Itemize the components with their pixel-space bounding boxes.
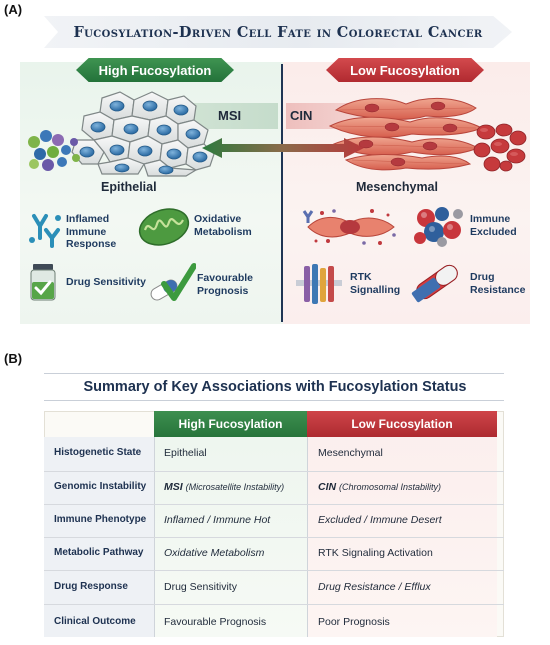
row-divider xyxy=(44,504,504,505)
red-cell-cluster-icon xyxy=(473,123,527,172)
feature-line: Favourable xyxy=(197,272,254,284)
feature-line: Inflamed xyxy=(66,213,110,225)
bidirectional-arrow-icon xyxy=(202,138,364,158)
feature-drug-resistance: Drug Resistance xyxy=(470,271,525,296)
cell-low-histogenetic: Mesenchymal xyxy=(318,447,383,459)
summary-rule-bottom xyxy=(44,400,504,401)
msi-label: MSI xyxy=(218,108,242,123)
epithelial-label: Epithelial xyxy=(101,180,157,194)
feature-line: Excluded xyxy=(470,225,517,238)
title-banner: Fucosylation-Driven Cell Fate in Colorec… xyxy=(44,16,512,48)
cell-high-genomic: MSI (Microsatellite Instability) xyxy=(164,481,284,494)
feature-line: Oxidative xyxy=(194,213,242,225)
feature-line: Signalling xyxy=(350,283,401,296)
row-label-immune-phenotype: Immune Phenotype xyxy=(54,514,147,525)
column-header-low-text: Low Fucosylation xyxy=(351,417,453,431)
high-fucosylation-ribbon: High Fucosylation xyxy=(76,58,234,82)
cell-high-clinical: Favourable Prognosis xyxy=(164,616,267,628)
feature-line: Metabolism xyxy=(194,225,252,238)
msi-abbrev: MSI xyxy=(164,481,183,493)
mitochondrion-icon xyxy=(137,206,191,248)
cell-immune-scatter-icon xyxy=(298,205,402,249)
row-label-metabolic-pathway: Metabolic Pathway xyxy=(54,547,144,558)
row-divider xyxy=(44,604,504,605)
mesenchymal-label: Mesenchymal xyxy=(356,180,438,194)
row-label-clinical-outcome: Clinical Outcome xyxy=(54,616,136,627)
epithelial-cells-illustration xyxy=(71,91,215,177)
antibody-icon xyxy=(26,210,62,248)
panel-a-label: (A) xyxy=(4,2,23,17)
fucose-glycan-cluster-icon xyxy=(28,130,80,171)
row-divider xyxy=(44,471,504,472)
high-column-background xyxy=(154,411,307,637)
feature-favourable-prognosis: Favourable Prognosis xyxy=(197,272,253,297)
feature-line: Drug xyxy=(470,271,495,283)
feature-line: Resistance xyxy=(470,283,526,296)
feature-rtk-signalling: RTK Signalling xyxy=(350,271,400,296)
cell-low-immune: Excluded / Immune Desert xyxy=(318,514,442,526)
diagram-title: Fucosylation-Driven Cell Fate in Colorec… xyxy=(73,23,483,41)
drug-vial-icon xyxy=(28,262,58,302)
cin-full: (Chromosomal Instability) xyxy=(339,482,442,492)
low-ribbon-label: Low Fucosylation xyxy=(350,62,460,78)
feature-line: Drug Sensitivity xyxy=(66,276,146,288)
pill-check-icon xyxy=(148,262,196,304)
msi-full: (Microsatellite Instability) xyxy=(185,482,285,492)
mesenchymal-cells-illustration xyxy=(328,97,484,171)
immune-cells-icon xyxy=(412,204,468,248)
feature-drug-sensitivity: Drug Sensitivity xyxy=(66,276,146,289)
column-header-low: Low Fucosylation xyxy=(307,411,497,437)
cell-high-drug: Drug Sensitivity xyxy=(164,581,237,593)
receptor-tyrosine-kinase-icon xyxy=(296,262,342,306)
feature-immune-excluded: Immune Excluded xyxy=(470,213,517,238)
low-fucosylation-ribbon: Low Fucosylation xyxy=(326,58,484,82)
feature-line: Immune xyxy=(470,213,511,225)
row-divider xyxy=(44,537,504,538)
column-header-high: High Fucosylation xyxy=(154,411,307,437)
cin-abbrev: CIN xyxy=(318,481,337,493)
panel-b-label: (B) xyxy=(4,351,23,366)
feature-line: Immune xyxy=(66,225,107,238)
cin-label: CIN xyxy=(290,108,313,123)
capsule-block-icon xyxy=(408,258,466,304)
feature-line: RTK xyxy=(350,271,372,283)
summary-rule-top xyxy=(44,373,504,374)
summary-title: Summary of Key Associations with Fucosyl… xyxy=(83,379,467,395)
row-label-drug-response: Drug Response xyxy=(54,581,128,592)
column-header-high-text: High Fucosylation xyxy=(178,417,283,431)
cell-low-metabolic: RTK Signaling Activation xyxy=(318,547,433,559)
high-ribbon-label: High Fucosylation xyxy=(98,62,212,78)
cell-high-metabolic: Oxidative Metabolism xyxy=(164,547,265,559)
cell-high-immune: Inflamed / Immune Hot xyxy=(164,514,271,526)
cell-low-drug: Drug Resistance / Efflux xyxy=(318,581,431,593)
feature-line: Response xyxy=(66,238,117,250)
low-column-background xyxy=(307,411,497,637)
feature-line: Prognosis xyxy=(197,284,249,297)
feature-inflamed-immune-response: Inflamed Immune Response xyxy=(66,213,116,251)
row-divider xyxy=(44,570,504,571)
cell-low-clinical: Poor Prognosis xyxy=(318,616,390,628)
row-label-histogenetic-state: Histogenetic State xyxy=(54,447,142,458)
feature-oxidative-metabolism: Oxidative Metabolism xyxy=(194,213,252,238)
row-label-genomic-instability: Genomic Instability xyxy=(54,481,147,492)
cell-high-histogenetic: Epithelial xyxy=(164,447,207,459)
center-divider xyxy=(281,64,283,322)
cell-low-genomic: CIN (Chromosomal Instability) xyxy=(318,481,441,494)
